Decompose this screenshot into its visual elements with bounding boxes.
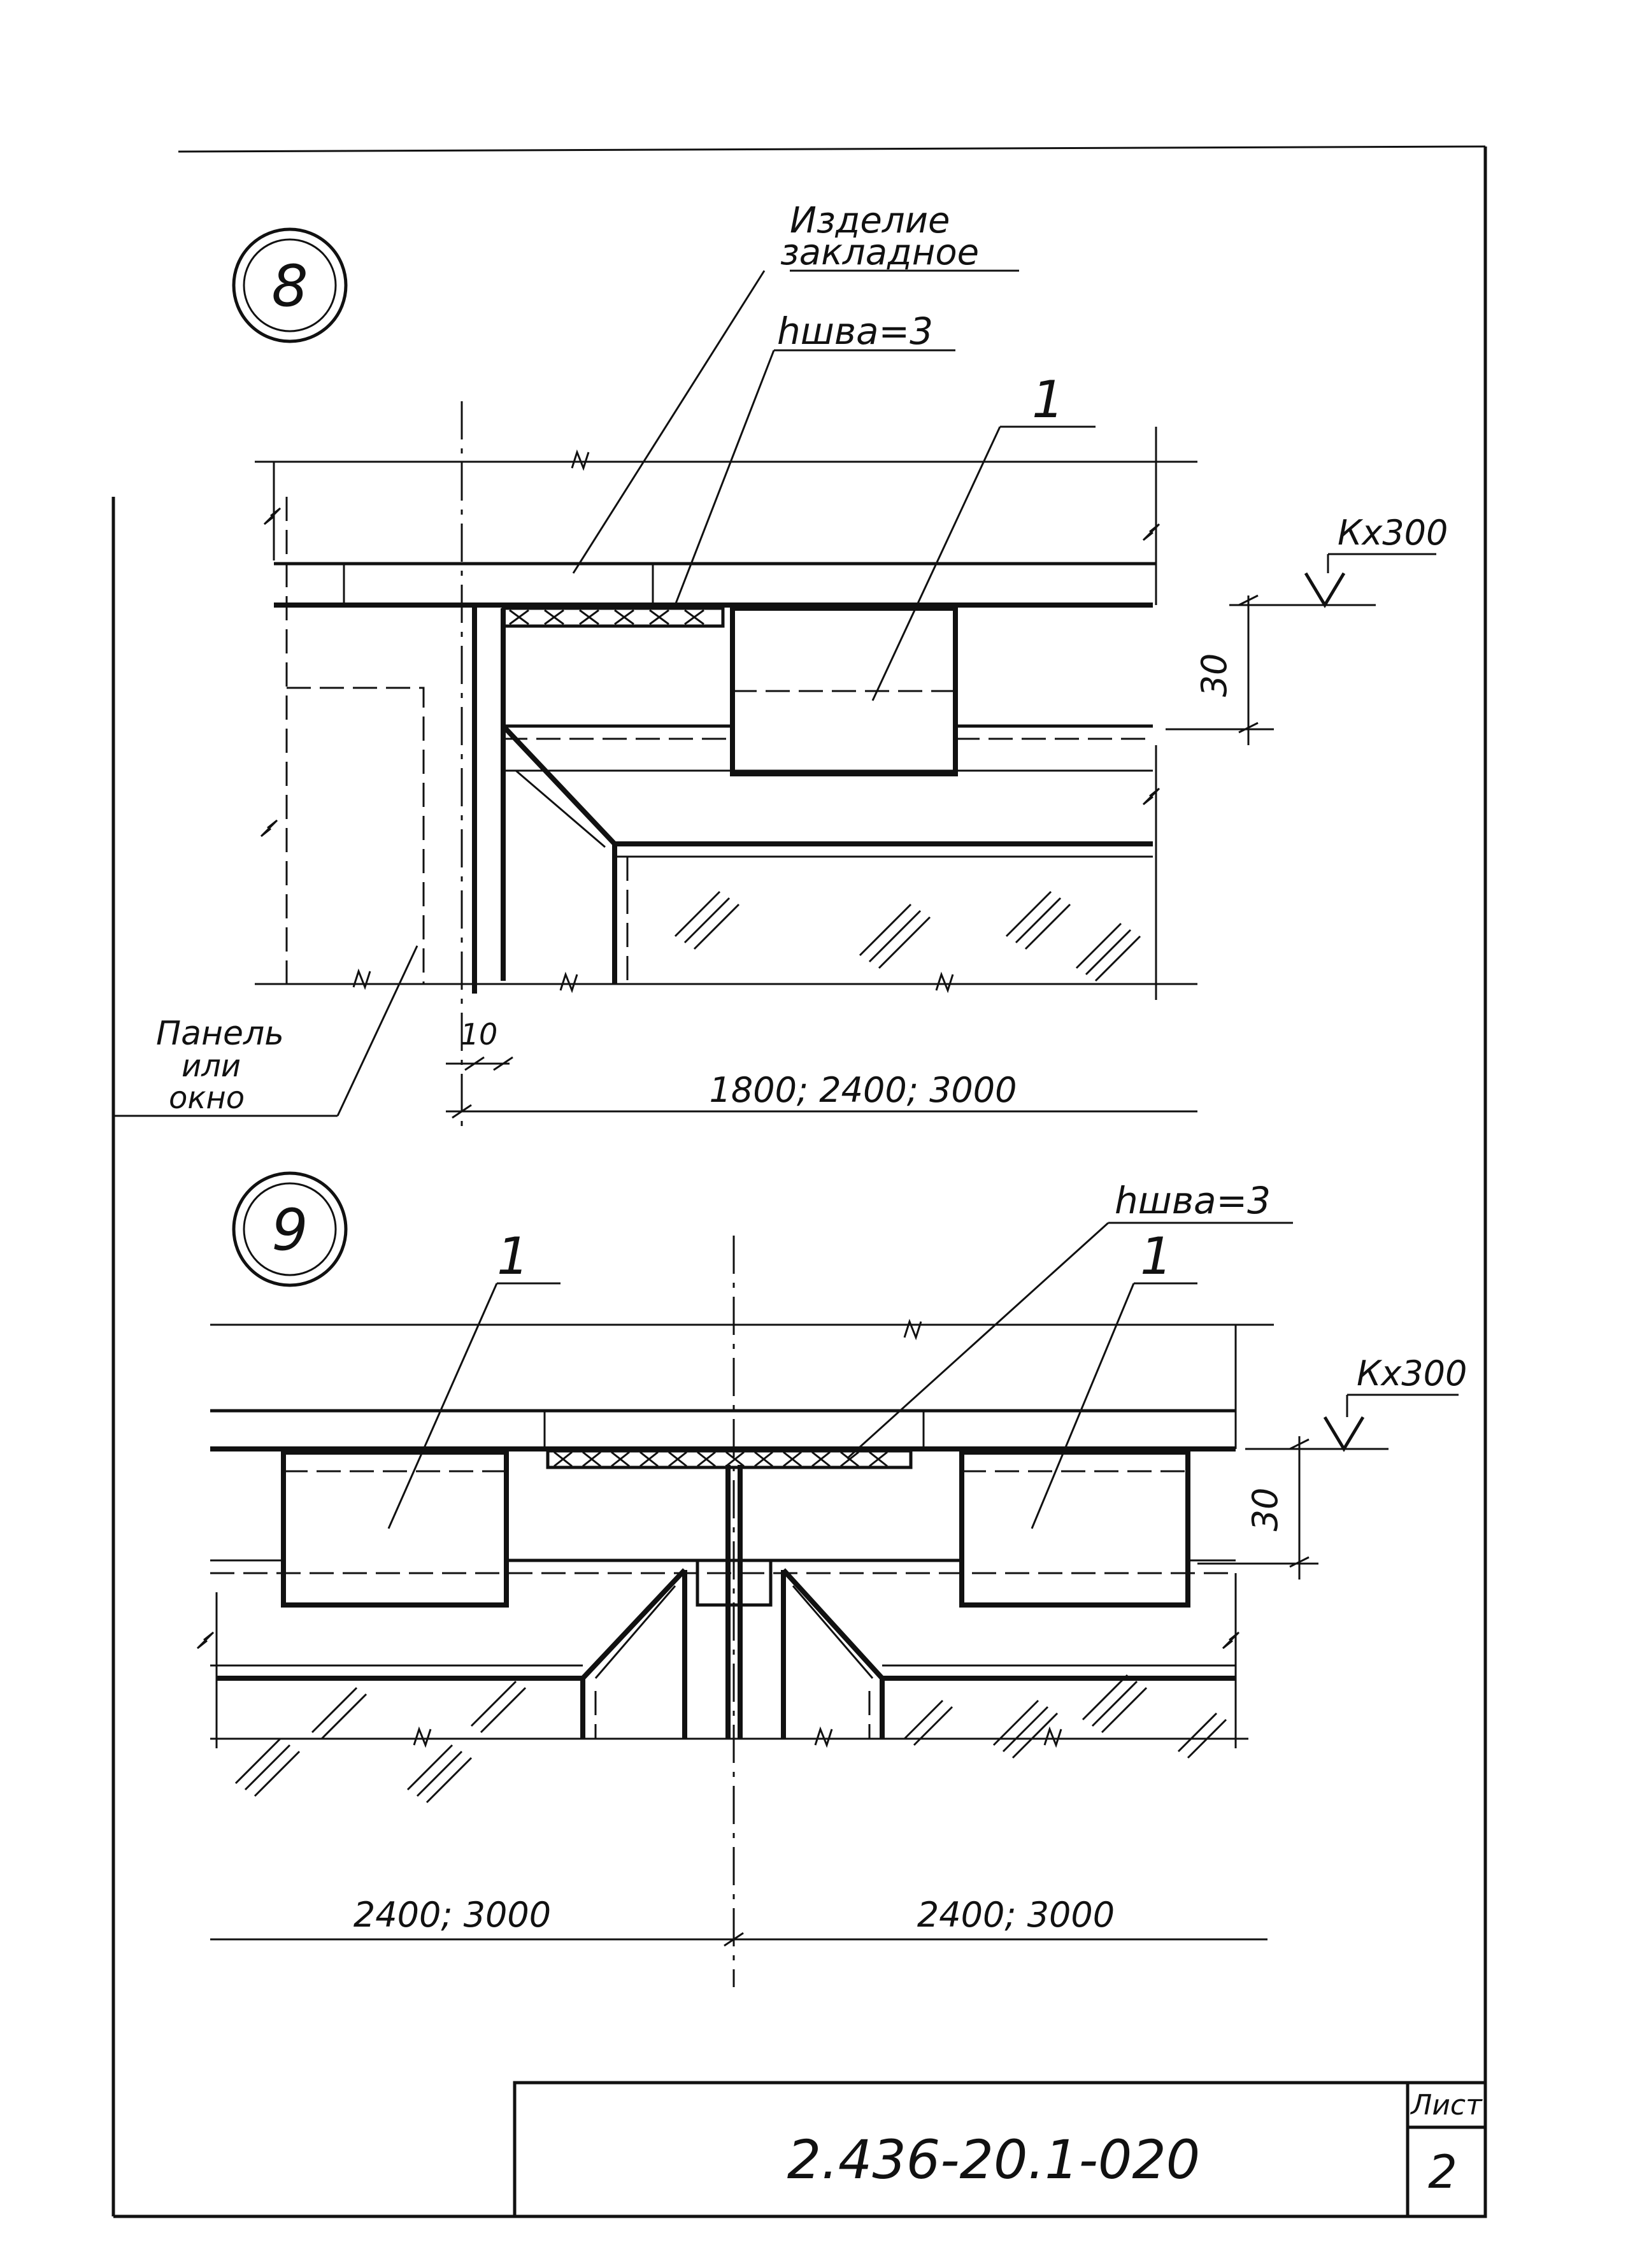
detail-8-part-number: 1: [1032, 370, 1064, 429]
sheet-number: 2: [1428, 2145, 1457, 2199]
detail-8-level-mark: Кх300: [1229, 513, 1448, 608]
detail-8-gap-dim: 10: [446, 1017, 513, 1071]
document-code: 2.436-20.1-020: [787, 2129, 1200, 2191]
detail-9-span-dim: 2400; 3000 2400; 3000: [210, 1895, 1267, 1947]
sheet-label: Лист: [1410, 2089, 1483, 2122]
detail-9-weld-label: hшва=3: [1115, 1179, 1271, 1222]
detail-9-marker: 9: [232, 1171, 348, 1287]
svg-text:2400; 3000: 2400; 3000: [917, 1895, 1115, 1935]
embedded-part-label-line2: закладное: [780, 232, 979, 273]
panel-label-line2: или: [182, 1048, 241, 1084]
svg-text:9: 9: [271, 1197, 308, 1264]
detail-8: 8: [115, 227, 1448, 1134]
detail-8-weld-label: hшва=3: [777, 310, 933, 353]
detail-9-part-number-left: 1: [497, 1227, 529, 1286]
svg-text:10: 10: [461, 1017, 498, 1052]
detail-9-part-number-right: 1: [1140, 1227, 1173, 1286]
svg-text:2400; 3000: 2400; 3000: [353, 1895, 551, 1935]
title-block: 2.436-20.1-020 Лист 2: [513, 2081, 1487, 2218]
panel-label-line1: Панель: [156, 1015, 284, 1053]
svg-text:1800; 2400; 3000: 1800; 2400; 3000: [710, 1070, 1017, 1110]
embedded-part-label-line1: Изделие: [790, 200, 950, 241]
detail-8-span-dim: 1800; 2400; 3000: [446, 1070, 1197, 1119]
break-marks-8: [260, 449, 1160, 994]
svg-text:Кх300: Кх300: [1357, 1353, 1467, 1394]
glass-hatch-9: [234, 1674, 1227, 1804]
panel-label-line3: окно: [169, 1080, 245, 1116]
glass-hatch-8: [674, 890, 1141, 982]
svg-text:8: 8: [271, 253, 308, 320]
svg-text:30: 30: [1245, 1488, 1285, 1532]
svg-text:30: 30: [1194, 653, 1234, 697]
svg-text:Кх300: Кх300: [1338, 513, 1448, 553]
detail-8-height-dim: 30: [1166, 594, 1274, 745]
detail-9-height-dim: 30: [1197, 1436, 1318, 1580]
detail-8-marker: 8: [232, 227, 348, 343]
break-marks-9: [196, 1318, 1240, 1748]
detail-9-level-mark: Кх300: [1245, 1353, 1467, 1452]
detail-9: 9: [196, 1171, 1467, 1987]
